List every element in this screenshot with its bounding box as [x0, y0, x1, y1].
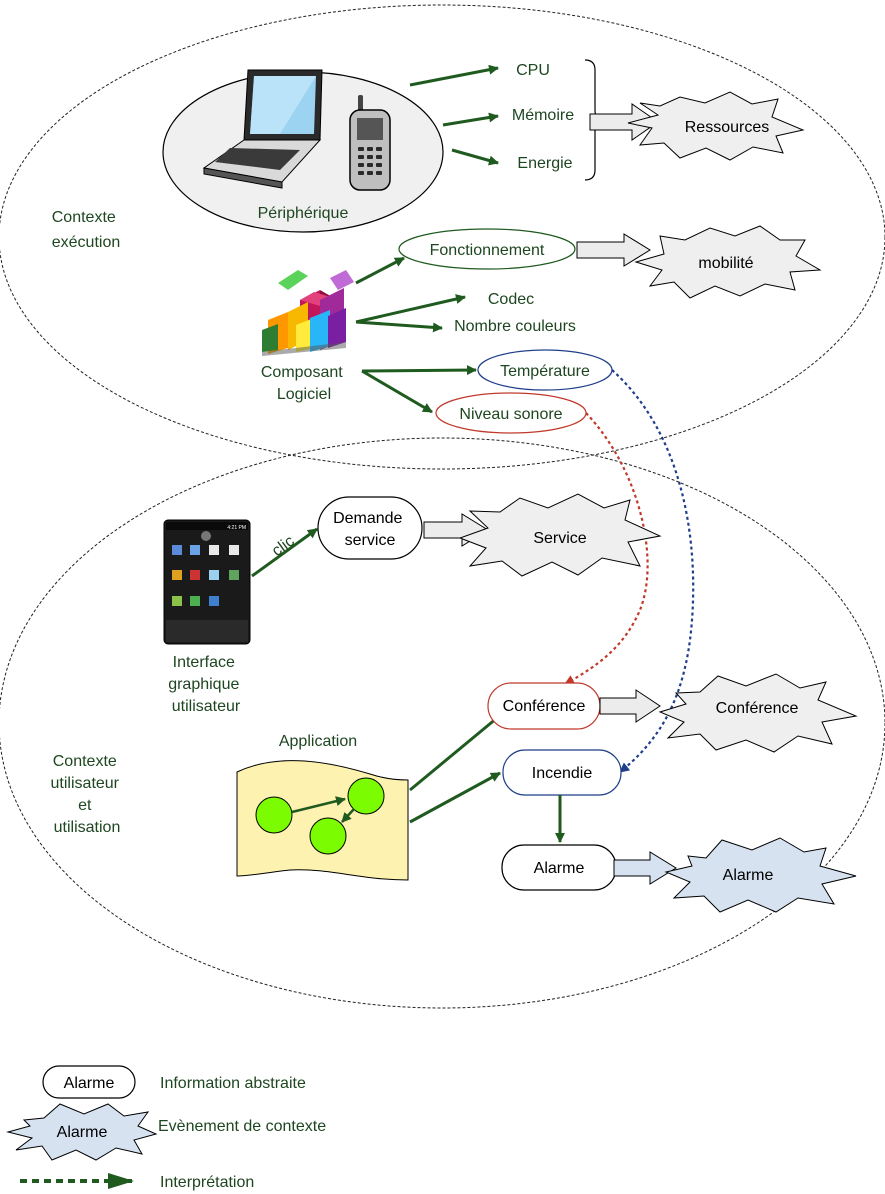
- resource-energie: Energie: [517, 155, 572, 172]
- gui-label: Interface graphique utilisateur: [168, 654, 244, 715]
- legend-abstract-text: Information abstraite: [160, 1075, 306, 1092]
- arrow-to-incendie: [409, 771, 501, 824]
- info-fonctionnement: Fonctionnement: [430, 242, 545, 259]
- resource-cpu: CPU: [516, 62, 550, 79]
- user-context-label: Contexte utilisateur et utilisation: [51, 753, 124, 836]
- info-nombre-couleurs: Nombre couleurs: [454, 318, 576, 335]
- info-incendie-box: [502, 749, 622, 796]
- event-conference-label: Conférence: [716, 700, 799, 717]
- laptop-icon: [202, 69, 323, 189]
- mobile-phone-icon: [349, 95, 391, 191]
- app-node-2: [347, 777, 385, 815]
- arrow-to-nombre-couleurs: [355, 320, 443, 333]
- interpretation-niveau-to-conference: [564, 412, 649, 685]
- event-alarme-star: [664, 837, 857, 913]
- user-context-ellipse: [0, 437, 885, 1009]
- event-alarme-label: Alarme: [723, 867, 774, 884]
- legend-event-text: Evènement de contexte: [158, 1118, 326, 1135]
- legend-interpretation-arrowhead: [108, 1173, 134, 1189]
- info-fonctionnement-ellipse: [398, 228, 576, 270]
- legend-event-sample-label: Alarme: [57, 1124, 108, 1141]
- block-arrow-mobilite: [576, 233, 651, 267]
- legend-abstract-sample: [42, 1065, 136, 1099]
- software-blocks-icon: [262, 270, 354, 356]
- arrow-to-niveau-sonore: [361, 369, 433, 414]
- info-conference: Conférence: [503, 698, 586, 715]
- app-node-3: [309, 817, 347, 855]
- gui-phone-screen: 4:21 PM: [163, 519, 251, 645]
- info-codec: Codec: [488, 291, 534, 308]
- event-mobilite-star: [634, 225, 822, 299]
- app-edge-1: [291, 796, 346, 814]
- legend-event-sample-star: [6, 1103, 158, 1161]
- app-edge-2: [341, 808, 355, 823]
- device-label: Périphérique: [258, 205, 349, 222]
- block-arrow-alarme: [613, 851, 677, 885]
- legend-abstract-sample-label: Alarme: [64, 1075, 115, 1092]
- svg-text:4:21 PM: 4:21 PM: [227, 525, 246, 531]
- arrow-to-energie: [451, 148, 499, 166]
- event-conference-star: [658, 673, 858, 753]
- arrow-to-conference: [409, 711, 504, 792]
- event-service-label: Service: [533, 530, 586, 547]
- info-niveau-sonore: Niveau sonore: [459, 406, 562, 423]
- block-arrow-conference: [599, 689, 661, 723]
- arrow-click: [251, 527, 318, 578]
- block-arrow-ressources: [589, 103, 659, 141]
- info-alarme: Alarme: [534, 860, 585, 877]
- event-ressources-label: Ressources: [685, 119, 769, 136]
- event-mobilite-label: mobilité: [698, 255, 753, 272]
- arrow-to-fonctionnement: [355, 256, 405, 285]
- info-temperature: Température: [500, 363, 590, 380]
- info-demande-service: Demande service: [333, 510, 407, 549]
- info-demande-service-box: [317, 496, 423, 560]
- software-label: Composant Logiciel: [261, 364, 347, 403]
- arrow-to-memoire: [442, 112, 499, 127]
- event-service-star: [458, 493, 662, 577]
- click-label: clic: [269, 533, 298, 560]
- interpretation-temperature-to-incendie: [611, 369, 695, 773]
- application-label: Application: [279, 733, 357, 750]
- event-ressources-star: [627, 91, 805, 161]
- execution-context-label: Contexte exécution: [52, 209, 121, 251]
- arrow-to-temperature: [361, 365, 477, 376]
- arrow-to-codec: [355, 294, 466, 324]
- resource-memoire: Mémoire: [512, 107, 574, 124]
- app-node-1: [255, 796, 293, 834]
- legend-interpretation-text: Interprétation: [160, 1174, 254, 1191]
- info-incendie: Incendie: [532, 765, 593, 782]
- arrow-to-cpu: [409, 64, 499, 87]
